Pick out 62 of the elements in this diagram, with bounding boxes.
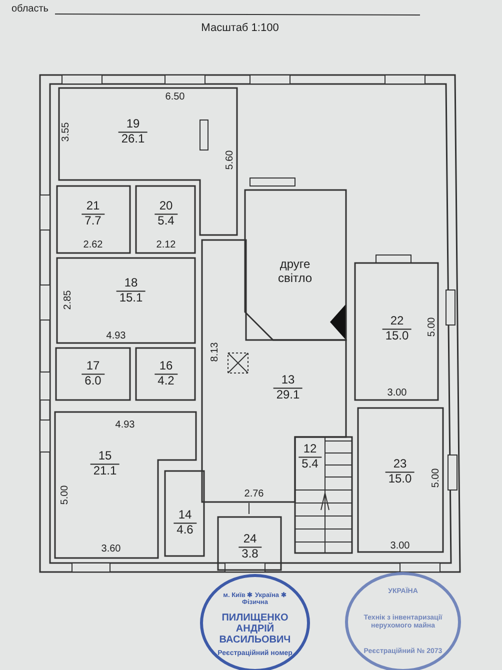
open-void-area — [245, 190, 346, 340]
room-number: 13 — [280, 374, 296, 388]
scale-title: Масштаб 1:100 — [201, 22, 279, 34]
dimension-label: 3.00 — [387, 388, 407, 398]
room-area: 21.1 — [90, 464, 120, 478]
room-number: 19 — [125, 118, 141, 132]
dimension-label: 2.62 — [83, 240, 103, 250]
room — [355, 263, 438, 400]
dimension-label: 5.00 — [60, 485, 70, 505]
room-area: 5.4 — [298, 456, 322, 472]
form-field-label: область — [11, 4, 49, 14]
room — [358, 408, 443, 552]
room-area: 5.4 — [154, 214, 178, 228]
dimension-label: 5.00 — [426, 317, 438, 337]
room — [57, 258, 195, 343]
dimension-label: 8.13 — [210, 342, 220, 362]
room — [165, 471, 204, 556]
room — [202, 240, 346, 502]
dimension-label: 5.00 — [430, 468, 442, 488]
room-number: 15 — [97, 450, 113, 464]
room — [136, 348, 195, 400]
room-number: 16 — [158, 360, 174, 374]
room-number: 24 — [242, 532, 258, 546]
stamp-seal — [345, 572, 461, 670]
room-area: 3.8 — [238, 546, 262, 562]
room — [56, 348, 130, 400]
room — [136, 186, 195, 253]
room-number: 20 — [158, 200, 174, 214]
room — [59, 88, 237, 235]
room-number: 14 — [177, 508, 193, 522]
dimension-label: 3.00 — [390, 540, 410, 552]
dimension-label: 5.60 — [224, 150, 236, 170]
room-number: 12 — [302, 442, 318, 456]
room-area: 29.1 — [273, 388, 303, 402]
room-area: 4.2 — [154, 374, 178, 388]
room-area: 26.1 — [118, 132, 148, 146]
room-number: 23 — [392, 458, 408, 472]
dimension-label: 4.93 — [106, 330, 126, 342]
dimension-label: 2.76 — [244, 488, 264, 500]
dimension-label: 2.85 — [62, 290, 74, 310]
area-label: друге світло — [276, 258, 314, 286]
room — [57, 186, 130, 253]
room-area: 7.7 — [82, 214, 104, 228]
dimension-label: 3.60 — [101, 544, 121, 554]
room-number: 21 — [85, 200, 101, 214]
room-area: 15.0 — [385, 472, 415, 486]
room-area: 15.0 — [382, 328, 412, 344]
stamp-seal — [200, 574, 310, 670]
dimension-label: 2.12 — [156, 240, 176, 250]
room-number: 22 — [389, 314, 405, 328]
stair-area — [295, 437, 352, 553]
room-number: 17 — [85, 360, 101, 374]
room — [218, 517, 281, 570]
dimension-label: 4.93 — [115, 420, 135, 430]
room-area: 15.1 — [116, 290, 146, 306]
stamp-text: ПИЛИЩЕНКО АНДРІЙ ВАСИЛЬОВИЧ — [218, 612, 292, 646]
dimension-label: 6.50 — [165, 92, 185, 102]
room-area: 4.6 — [174, 522, 196, 538]
room — [55, 412, 196, 558]
room-number: 18 — [123, 276, 139, 290]
room-area: 6.0 — [82, 374, 104, 388]
dimension-label: 3.55 — [60, 122, 72, 142]
